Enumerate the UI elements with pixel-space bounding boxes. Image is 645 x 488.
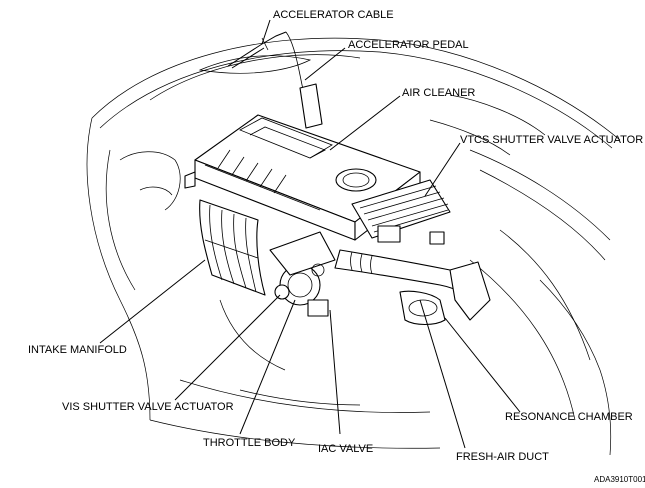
label-vis-shutter-valve-actuator: VIS SHUTTER VALVE ACTUATOR bbox=[62, 401, 234, 413]
leader-fresh-air-duct bbox=[419, 299, 466, 449]
label-resonance-chamber: RESONANCE CHAMBER bbox=[505, 411, 633, 423]
leader-accelerator-cable bbox=[261, 19, 271, 45]
throttle-body bbox=[269, 231, 336, 317]
label-iac-valve: IAC VALVE bbox=[318, 443, 373, 455]
leader-vis bbox=[174, 294, 281, 401]
intake-manifold bbox=[199, 199, 266, 296]
leader-intake-manifold bbox=[99, 259, 206, 344]
leader-throttle-body bbox=[239, 299, 296, 435]
label-air-cleaner: AIR CLEANER bbox=[402, 87, 475, 99]
vehicle-body-outline bbox=[86, 37, 621, 456]
leader-resonance-chamber bbox=[444, 317, 521, 413]
leader-lines bbox=[99, 19, 521, 449]
fresh-air-duct bbox=[334, 249, 491, 321]
label-fresh-air-duct: FRESH-AIR DUCT bbox=[456, 451, 549, 463]
label-throttle-body: THROTTLE BODY bbox=[203, 437, 296, 449]
leader-accelerator-pedal bbox=[304, 47, 346, 81]
labels: ACCELERATOR CABLE ACCELERATOR PEDAL AIR … bbox=[28, 9, 645, 484]
label-accelerator-cable: ACCELERATOR CABLE bbox=[273, 9, 394, 21]
figure-code: ADA3910T001 bbox=[594, 475, 645, 484]
label-intake-manifold: INTAKE MANIFOLD bbox=[28, 344, 127, 356]
leader-iac-valve bbox=[329, 309, 341, 435]
leader-vtcs bbox=[424, 142, 461, 197]
accelerator-assembly bbox=[227, 31, 323, 129]
label-accelerator-pedal: ACCELERATOR PEDAL bbox=[348, 39, 469, 51]
label-vtcs-shutter-valve-actuator: VTCS SHUTTER VALVE ACTUATOR bbox=[460, 134, 643, 146]
leader-air-cleaner bbox=[329, 95, 401, 151]
